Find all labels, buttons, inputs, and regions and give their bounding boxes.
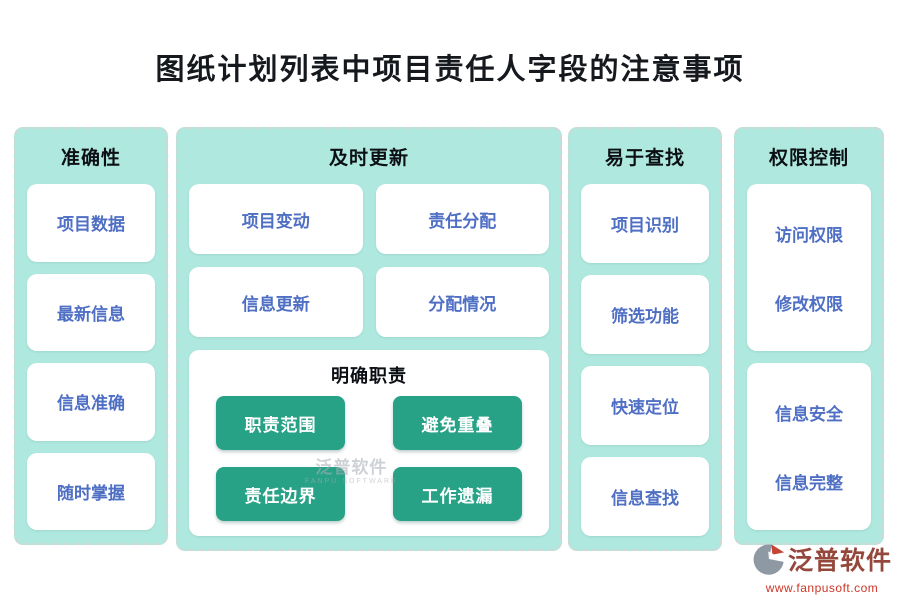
label-access-permission: 访问权限 xyxy=(775,225,843,245)
panel-accuracy-header: 准确性 xyxy=(60,148,121,169)
panel-permission-control-items: 访问权限 修改权限 信息安全 信息完整 xyxy=(747,184,871,530)
panel-permission-control-header: 权限控制 xyxy=(768,148,849,169)
subpanel-clear-duty: 明确职责 职责范围 避免重叠 责任边界 工作遗漏 泛普软件 FANPU SOFT… xyxy=(189,350,549,536)
button-duty-boundary: 责任边界 xyxy=(216,467,345,521)
page-title: 图纸计划列表中项目责任人字段的注意事项 xyxy=(155,54,745,86)
label-info-safety: 信息安全 xyxy=(775,404,843,424)
card-anytime-grasp: 随时掌握 xyxy=(27,452,155,530)
card-quick-locate: 快速定位 xyxy=(581,366,709,445)
fanpu-logo: 泛普软件 www.fanpusoft.com xyxy=(752,542,892,594)
panel-easy-find: 易于查找 项目识别 筛选功能 快速定位 信息查找 xyxy=(568,127,722,551)
card-info-safe-complete: 信息安全 信息完整 xyxy=(747,363,871,530)
subpanel-clear-duty-header: 明确职责 xyxy=(331,366,407,386)
card-project-change: 项目变动 xyxy=(189,184,363,254)
panel-permission-control: 权限控制 访问权限 修改权限 信息安全 信息完整 xyxy=(734,127,884,545)
panel-accuracy-items: 项目数据 最新信息 信息准确 随时掌握 xyxy=(27,184,155,530)
panel-accuracy: 准确性 项目数据 最新信息 信息准确 随时掌握 xyxy=(14,127,168,545)
fanpu-logo-top: 泛普软件 xyxy=(752,542,892,580)
card-info-accurate: 信息准确 xyxy=(27,363,155,441)
card-info-search: 信息查找 xyxy=(581,457,709,536)
panel-timely-update: 及时更新 项目变动 责任分配 信息更新 分配情况 明确职责 职责范围 避免重叠 … xyxy=(176,127,562,551)
card-duty-assign: 责任分配 xyxy=(375,184,549,254)
card-project-identify: 项目识别 xyxy=(581,184,709,263)
fanpu-logo-url: www.fanpusoft.com xyxy=(765,581,879,595)
button-duty-scope: 职责范围 xyxy=(216,396,345,450)
label-modify-permission: 修改权限 xyxy=(775,294,843,314)
card-project-data: 项目数据 xyxy=(27,184,155,262)
fanpu-logo-name: 泛普软件 xyxy=(787,546,892,575)
label-info-complete: 信息完整 xyxy=(775,473,843,493)
card-assign-status: 分配情况 xyxy=(375,267,549,337)
button-work-omission: 工作遗漏 xyxy=(393,467,522,521)
card-filter-function: 筛选功能 xyxy=(581,275,709,354)
subpanel-clear-duty-buttons: 职责范围 避免重叠 责任边界 工作遗漏 xyxy=(216,396,522,521)
panel-timely-update-header: 及时更新 xyxy=(328,148,409,169)
panel-easy-find-items: 项目识别 筛选功能 快速定位 信息查找 xyxy=(581,184,709,536)
card-access-modify-permission: 访问权限 修改权限 xyxy=(747,184,871,351)
panel-easy-find-header: 易于查找 xyxy=(604,148,685,169)
fanpu-logo-icon xyxy=(752,542,786,580)
panel-timely-update-items: 项目变动 责任分配 信息更新 分配情况 xyxy=(189,184,549,337)
card-latest-info: 最新信息 xyxy=(27,273,155,351)
button-avoid-overlap: 避免重叠 xyxy=(393,396,522,450)
card-info-update: 信息更新 xyxy=(189,267,363,337)
